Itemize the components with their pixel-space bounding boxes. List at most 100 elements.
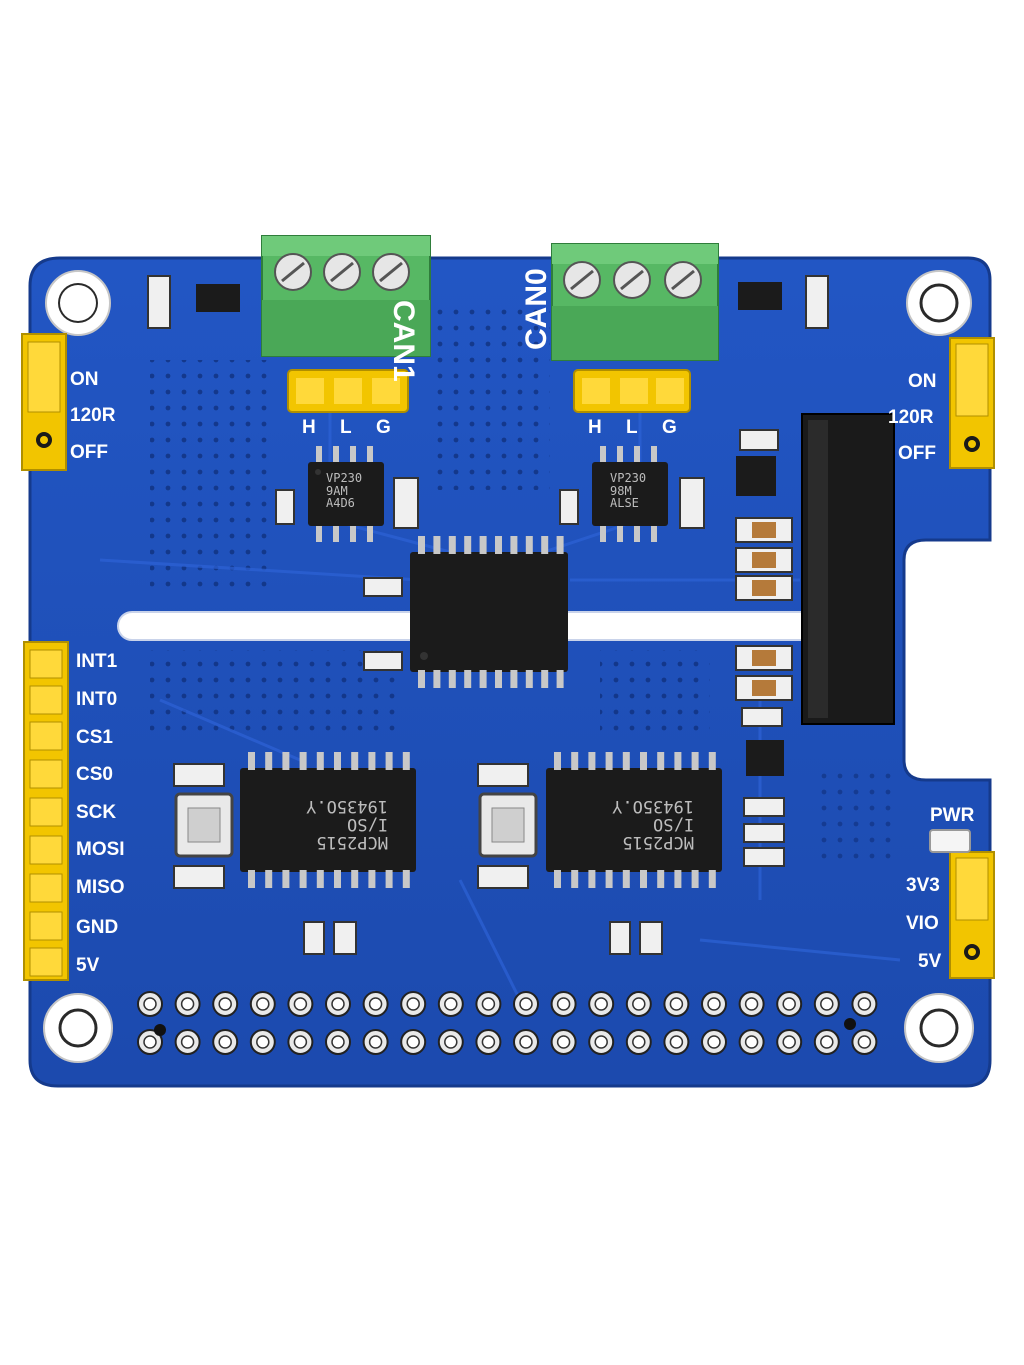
gpio-pin-hole — [701, 991, 727, 1017]
mcp2515-left-line-1: MCP2515 — [316, 832, 388, 852]
right-termination-jumper — [949, 337, 995, 469]
vio-jumper — [949, 851, 995, 979]
chip-pin — [622, 752, 630, 770]
spi-pin-header — [23, 641, 69, 981]
chip-pin — [316, 752, 324, 770]
chip-pin — [588, 752, 596, 770]
gpio-pin-hole — [174, 1029, 201, 1055]
spi-cs0-label: CS0 — [76, 764, 113, 785]
pwr-label: PWR — [930, 805, 975, 826]
isolator-chip — [410, 536, 568, 688]
can0-pin-g: G — [662, 417, 677, 438]
chip-pin — [265, 752, 273, 770]
gpio-pin-hole — [813, 991, 840, 1017]
mcp2515-left-marking: MCP2515 I/SO 19435O.Y — [306, 796, 388, 852]
chip-pin — [448, 670, 456, 688]
smd-components — [147, 275, 829, 955]
gpio-pin-hole — [437, 991, 464, 1017]
transceiver-left-line-2: 9AM — [326, 483, 348, 498]
chip-pin — [556, 536, 564, 554]
chip-pin — [691, 752, 699, 770]
vio-vio-label: VIO — [906, 913, 939, 934]
transceiver-chip-left — [308, 446, 384, 542]
chip-pin — [368, 752, 376, 770]
mcp2515-left — [240, 752, 416, 888]
mcp2515-right-marking: MCP2515 I/SO 19435O.Y — [612, 796, 694, 852]
gpio-pin-hole — [813, 1029, 840, 1055]
gpio-pin-hole — [362, 1029, 389, 1055]
gpio-pin-hole — [663, 991, 690, 1017]
chip-pin — [622, 870, 630, 888]
can0-pin-l: L — [626, 417, 638, 438]
chip-pin — [640, 752, 647, 770]
gpio-pin-hole — [137, 991, 163, 1017]
gpio-pin-hole — [174, 991, 201, 1017]
chip-pin — [351, 870, 359, 888]
gpio-pin-hole — [475, 991, 502, 1017]
gpio-pin-hole — [776, 1029, 803, 1055]
gpio-pin-hole — [249, 991, 276, 1017]
transceiver-chip-right — [592, 446, 668, 542]
spi-miso-label: MISO — [76, 877, 125, 898]
gpio-pin-hole — [212, 1029, 239, 1055]
chip-pin — [299, 870, 307, 888]
mcp2515-left-line-3: 19435O.Y — [306, 796, 388, 817]
mcp2515-left-line-2: I/SO — [347, 814, 388, 835]
gpio-pin-hole — [400, 991, 427, 1017]
gpio-pin-hole — [287, 1029, 314, 1055]
can1-pin-header — [287, 369, 409, 413]
gpio-pin-hole — [588, 1029, 615, 1055]
chip-pin — [265, 870, 273, 888]
chip-pin — [464, 670, 472, 688]
gpio-pin-hole — [701, 1029, 727, 1055]
spi-mosi-label: MOSI — [76, 839, 125, 860]
chip-pin — [495, 670, 502, 688]
spi-5v-label: 5V — [76, 955, 100, 976]
chip-pin — [554, 870, 561, 888]
mcp2515-right — [546, 752, 722, 888]
gpio-pin-hole — [851, 1029, 878, 1055]
spi-gnd-label: GND — [76, 917, 119, 938]
crystal-left — [174, 792, 234, 858]
right-jumper-on-label: ON — [908, 371, 937, 392]
chip-pin — [299, 752, 307, 770]
chip-pin — [605, 870, 613, 888]
right-jumper-120r-label: 120R — [888, 407, 934, 428]
chip-pin — [334, 752, 341, 770]
chip-pin — [402, 752, 410, 770]
chip-pin — [385, 870, 393, 888]
chip-pin — [588, 870, 596, 888]
chip-pin — [248, 752, 255, 770]
chip-pin — [479, 536, 487, 554]
chip-pin — [556, 670, 564, 688]
left-termination-jumper — [21, 333, 67, 471]
gpio-pin-hole — [212, 991, 239, 1017]
gpio-pin-hole — [625, 991, 652, 1017]
chip-pin — [541, 670, 549, 688]
gpio-pin-hole — [475, 1029, 502, 1055]
chip-pin — [495, 536, 502, 554]
transceiver-left-marking: VP230 9AM A4D6 — [326, 472, 362, 510]
gpio-pin-hole — [325, 991, 351, 1017]
can0-label: CAN0 — [520, 268, 553, 350]
transceiver-right-line-1: VP230 — [610, 471, 647, 485]
gpio-pin-hole — [776, 991, 803, 1017]
chip-pin — [368, 870, 376, 888]
gpio-pin-hole — [249, 1029, 276, 1055]
gpio-header — [137, 991, 878, 1055]
vio-5v-label: 5V — [918, 951, 942, 972]
spi-cs1-label: CS1 — [76, 727, 113, 748]
chip-pin — [418, 670, 425, 688]
can1-terminal-block — [261, 235, 431, 357]
can1-pin-h: H — [302, 417, 316, 438]
spi-int1-label: INT1 — [76, 651, 118, 672]
chip-pin — [316, 870, 324, 888]
gpio-pin-hole — [663, 1029, 690, 1055]
gpio-pin-hole — [362, 991, 389, 1017]
chip-pin — [525, 670, 533, 688]
vio-3v3-label: 3V3 — [906, 875, 940, 896]
can0-terminal-block — [551, 243, 719, 361]
gpio-pin-hole — [550, 991, 577, 1017]
